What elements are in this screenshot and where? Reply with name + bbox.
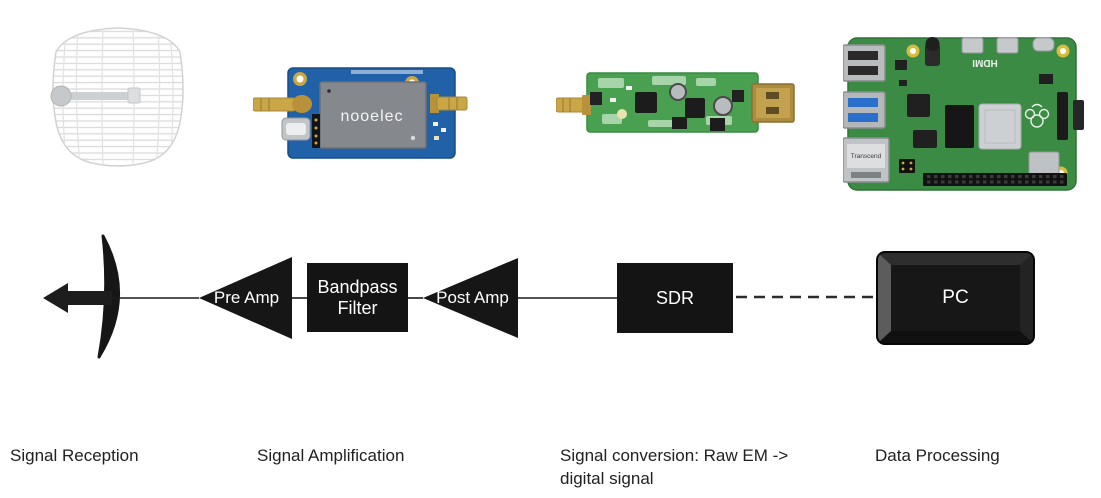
- caption-signal-amplification: Signal Amplification: [257, 446, 405, 465]
- pi-gpio-header: [923, 173, 1067, 186]
- pre-amp-triangle: [199, 257, 292, 339]
- caption-signal-reception: Signal Reception: [10, 446, 139, 465]
- lna-leds: [433, 122, 446, 140]
- raspberry-pi-photo: Transcend HDMI: [843, 37, 1084, 191]
- pi-soc-chip: [978, 103, 1022, 150]
- lna-micro-usb-port: [281, 117, 311, 141]
- post-amp-label: Post Amp: [436, 288, 509, 307]
- lna-sma-left: [253, 95, 312, 113]
- pi-wireless-module: [1028, 151, 1060, 177]
- sdr-label: SDR: [655, 287, 694, 308]
- pi-audio-jack: [925, 37, 940, 66]
- pi-usb2-port: [843, 44, 886, 82]
- post-amp-triangle: [423, 258, 518, 338]
- left-arrow: [43, 283, 112, 313]
- pi-right-tab: [1073, 100, 1084, 130]
- sdr-dongle-photo: [556, 72, 795, 133]
- pi-ram-chip: [945, 105, 974, 148]
- lna-sma-right: [430, 94, 468, 113]
- pc-box: PC: [878, 253, 1033, 343]
- grid-antenna-photo: [50, 27, 184, 167]
- bandpass-filter-box: Bandpass Filter: [307, 263, 408, 332]
- pc-label: PC: [942, 287, 969, 308]
- antenna-feed: [50, 85, 141, 107]
- pi-display-connector: [1057, 92, 1068, 140]
- lna-board-photo: nooelec: [253, 67, 468, 159]
- sdr-usb-plug: [751, 83, 795, 123]
- pre-amp-label: Pre Amp: [213, 288, 280, 307]
- pi-hdmi-silkscreen: HDMI: [972, 57, 998, 68]
- pi-usb3-port: [843, 91, 886, 129]
- bandpass-filter-label: Bandpass Filter: [317, 276, 398, 318]
- sdr-sma-connector: [556, 95, 591, 115]
- pi-ethernet-port: Transcend: [843, 137, 890, 183]
- caption-data-processing: Data Processing: [875, 446, 1000, 465]
- pi-poe-header: [899, 159, 915, 173]
- pi-small-chips: [895, 60, 1053, 148]
- sdr-box: SDR: [617, 263, 733, 333]
- caption-signal-conversion: Signal conversion: Raw EM -> digital sig…: [560, 446, 789, 488]
- pi-logo: [1024, 103, 1050, 128]
- pi-ethernet-sticker: Transcend: [851, 153, 882, 160]
- pi-micro-hdmi-ports: [961, 37, 1019, 54]
- lna-brand-text: nooelec: [340, 108, 403, 125]
- pi-usbc-port: [1032, 37, 1055, 52]
- lna-shield: nooelec: [319, 81, 427, 149]
- antenna-symbol: [43, 234, 120, 359]
- sdr-components: [590, 83, 744, 131]
- lna-pin-header: [312, 114, 320, 148]
